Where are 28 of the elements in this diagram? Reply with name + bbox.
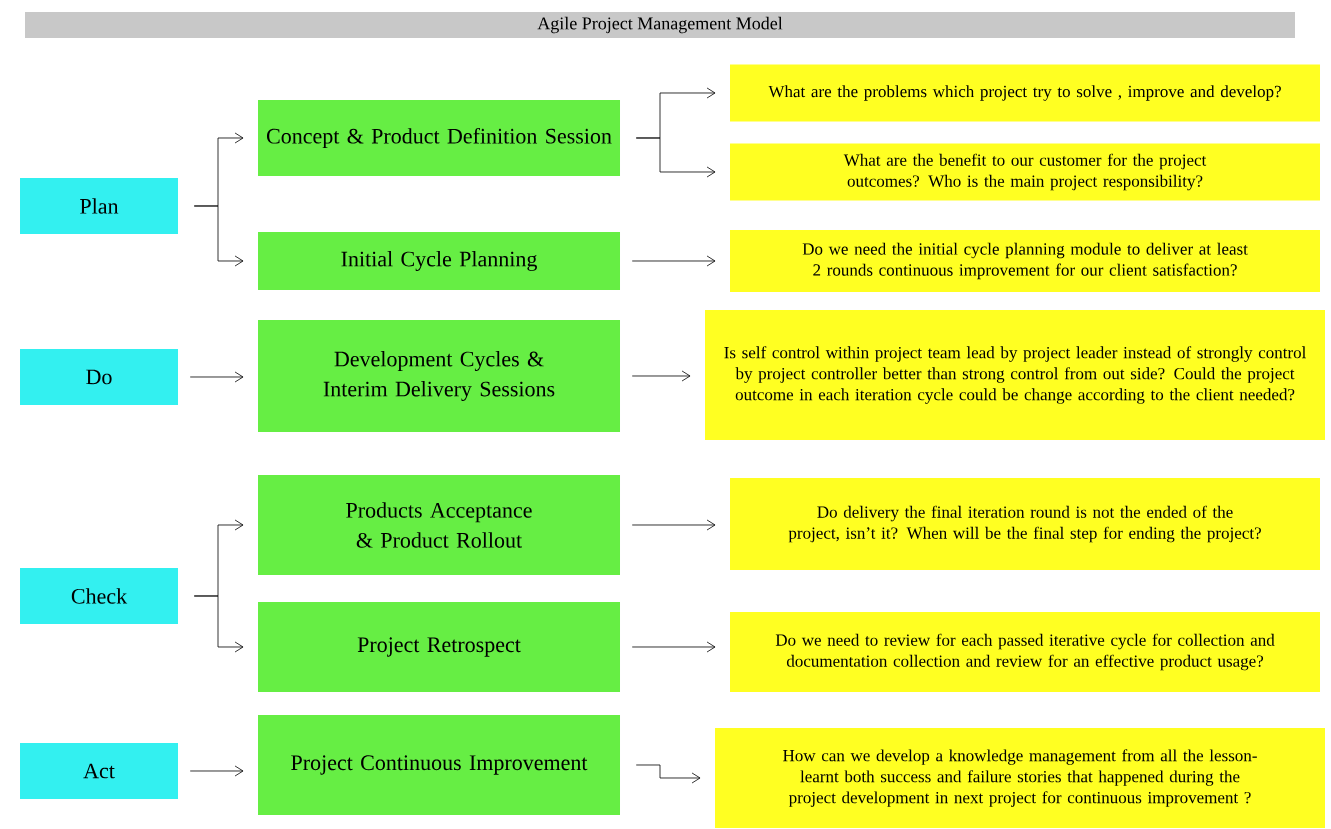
arrow: [193, 595, 244, 653]
phase-box: Check: [20, 568, 178, 624]
question-box: What are the problems which project try to solve , improve and develop?: [730, 64, 1320, 122]
arrow: [189, 371, 244, 383]
phase-box: Do: [20, 349, 178, 405]
process-box: Concept & Product Definition Session: [258, 100, 620, 176]
arrow: [635, 137, 716, 178]
phase-box: Plan: [20, 178, 178, 234]
arrow: [189, 765, 244, 777]
arrow: [631, 255, 716, 267]
process-box: Project Retrospect: [258, 602, 620, 692]
title-band: Agile Project Management Model: [25, 12, 1295, 38]
arrow: [193, 205, 244, 267]
process-box: Development Cycles & Interim Delivery Sessions: [258, 320, 620, 432]
question-box: Do we need the initial cycle planning module to deliver at least 2 rounds continuous improvement for our client satisfaction?: [730, 230, 1320, 292]
question-box: Do delivery the final iteration round is not the ended of the project, isn’t it? When will be the final step for ending the project?: [730, 478, 1320, 570]
question-box: Is self control within project team lead by project leader instead of strongly control by project controller better than strong control from out side? Could the project outcome in each iteration cycle could be change according to the client needed?: [705, 310, 1325, 440]
question-box: How can we develop a knowledge management from all the lesson-learnt both success and failure stories that happened during the project development in next project for continuous improvement ?: [715, 728, 1325, 828]
arrow: [635, 764, 701, 784]
arrow: [631, 519, 716, 531]
arrow: [631, 641, 716, 653]
process-box: Initial Cycle Planning: [258, 232, 620, 290]
process-box: Products Acceptance & Product Rollout: [258, 475, 620, 575]
arrow: [631, 370, 691, 382]
question-box: Do we need to review for each passed iterative cycle for collection and documentation collection and review for an effective product usage?: [730, 612, 1320, 692]
phase-box: Act: [20, 743, 178, 799]
question-box: What are the benefit to our customer for the project outcomes? Who is the main project responsibility?: [730, 143, 1320, 201]
process-box: Project Continuous Improvement: [258, 715, 620, 815]
